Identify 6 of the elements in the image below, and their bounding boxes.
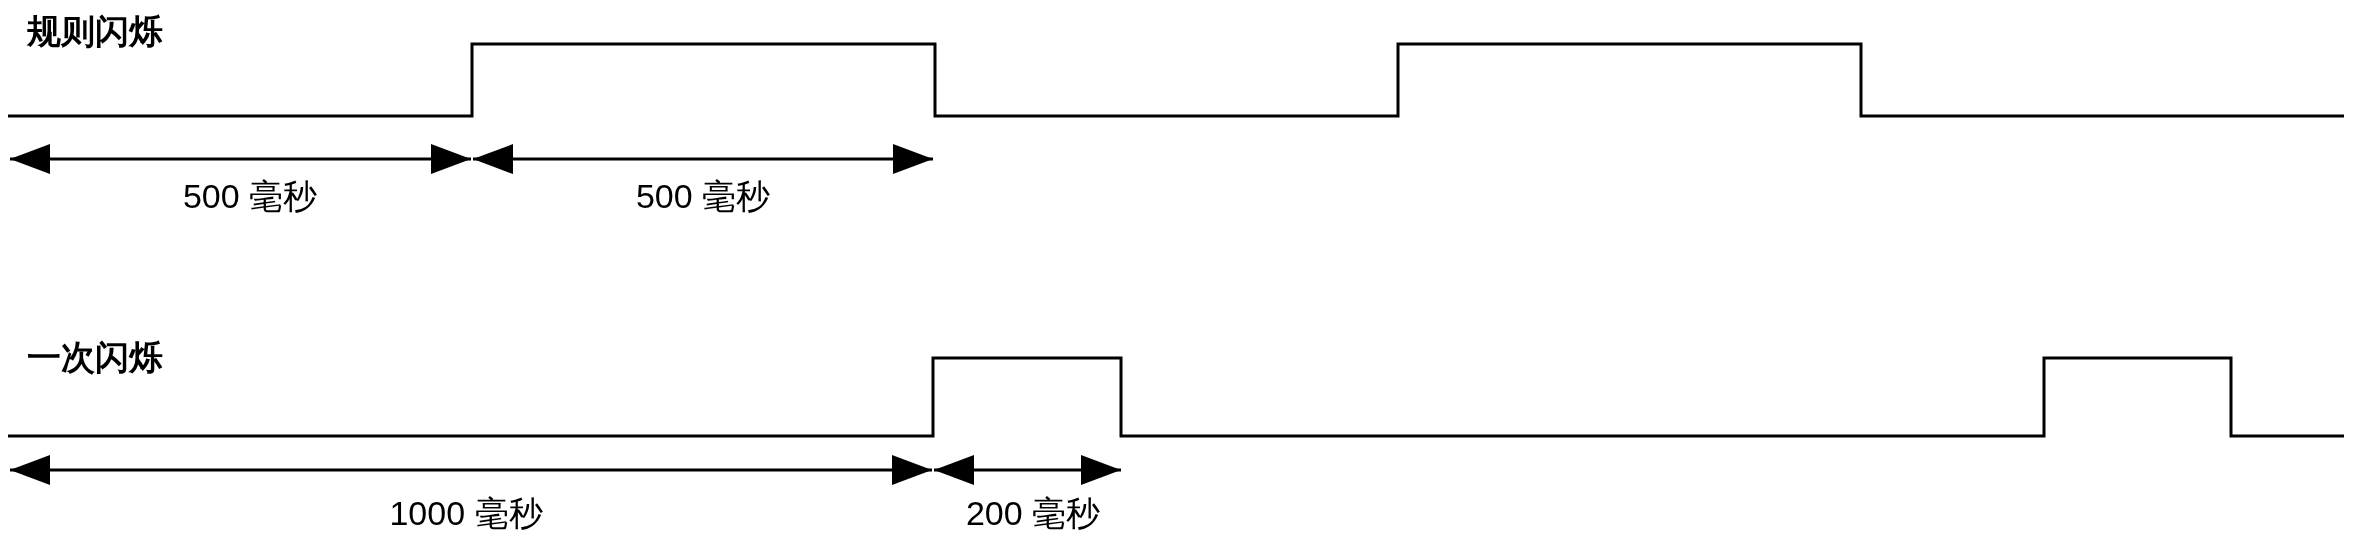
duration-label: 200 毫秒: [965, 495, 1101, 533]
duration-label: 1000 毫秒: [389, 495, 543, 533]
row-title: 一次闪烁: [27, 339, 163, 377]
row-title: 规则闪烁: [27, 13, 163, 51]
duration-label: 500 毫秒: [182, 178, 318, 216]
duration-label: 500 毫秒: [635, 178, 771, 216]
